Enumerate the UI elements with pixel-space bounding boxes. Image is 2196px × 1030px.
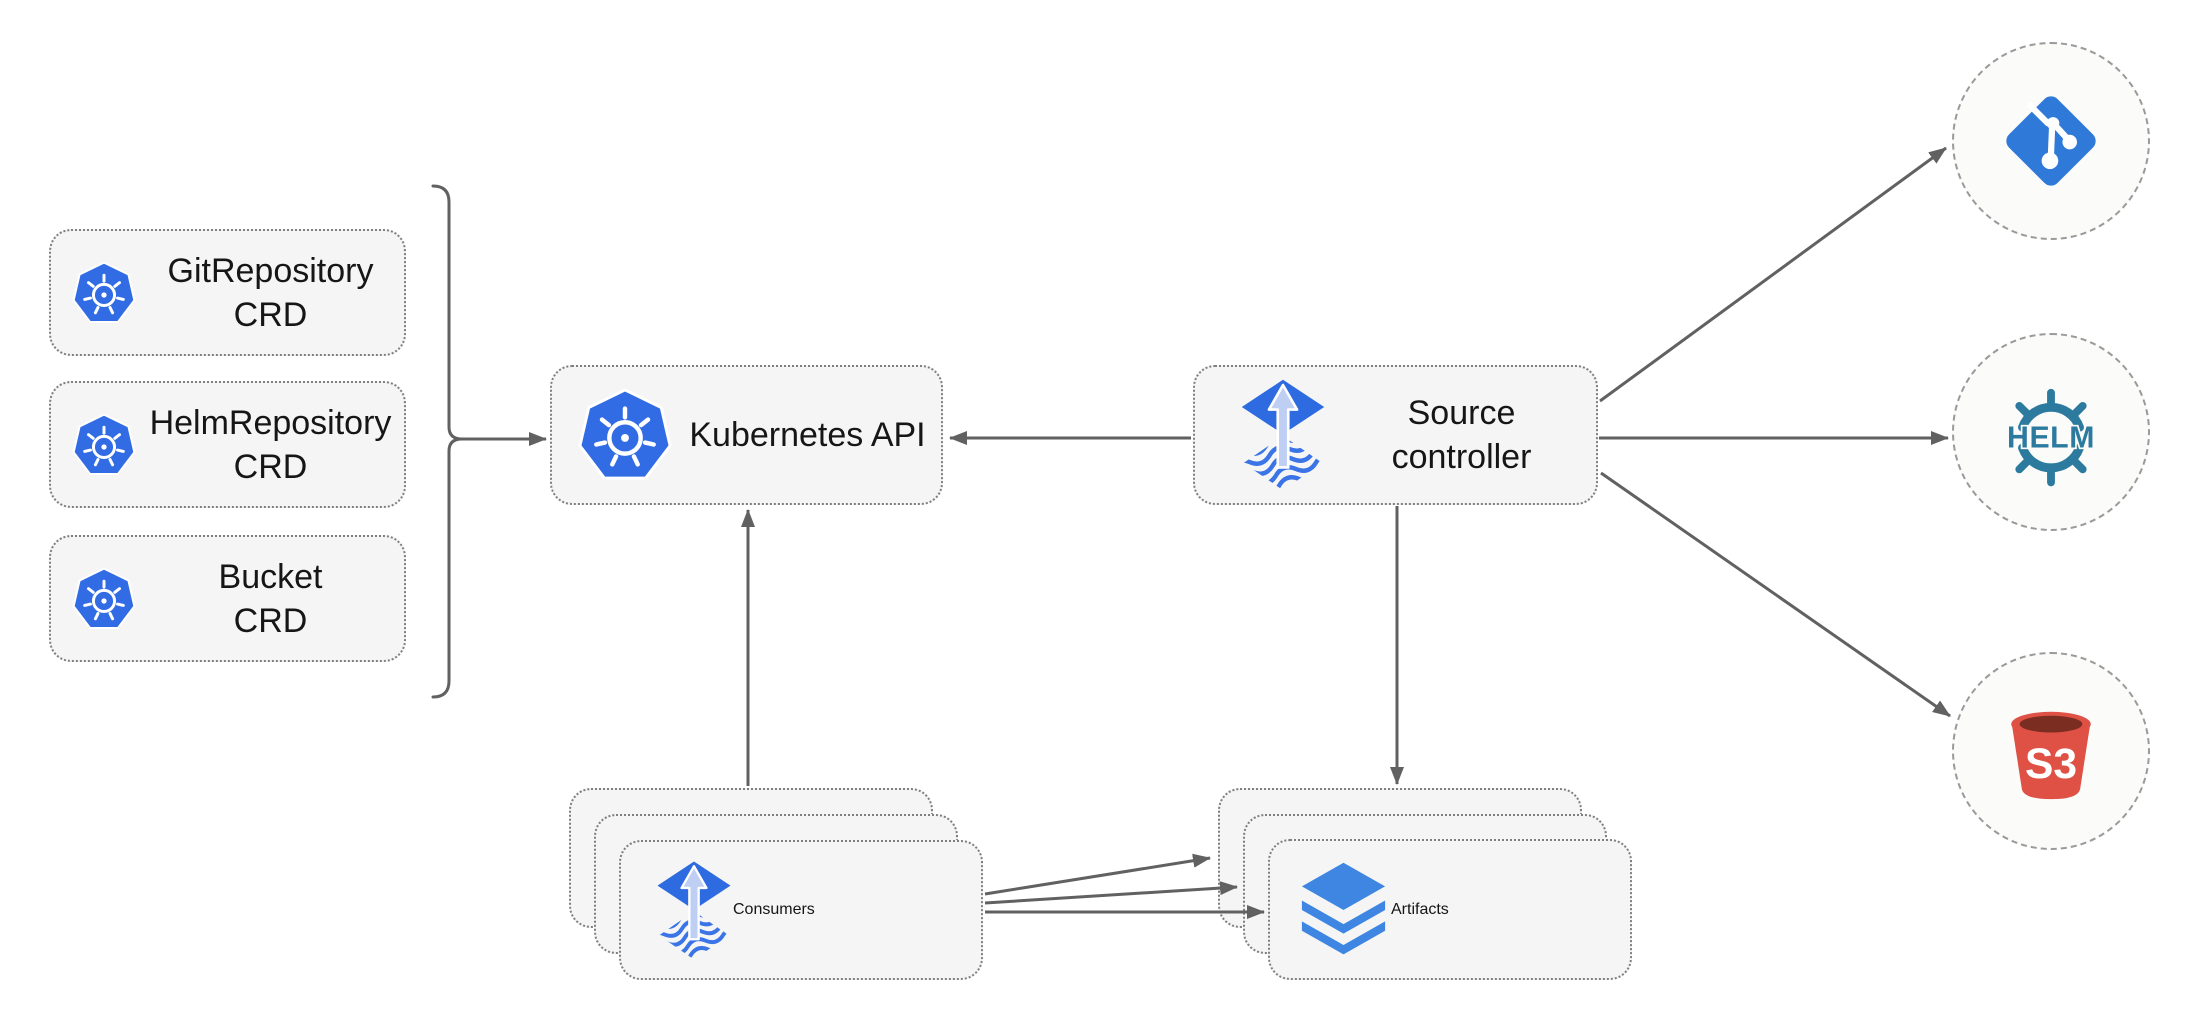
node-label: Artifacts: [1391, 900, 1449, 918]
git-icon: [2006, 96, 2096, 186]
arrow-source-to-s3: [1600, 471, 1951, 718]
helm-logo-text: HELM: [2007, 422, 2095, 455]
helm-icon: HELM: [2005, 388, 2096, 487]
node-artifacts-stack: Artifacts: [1218, 788, 1638, 986]
layers-icon: [1301, 862, 1386, 954]
node-label: Consumers: [733, 901, 815, 918]
node-label: Kubernetes API: [689, 416, 926, 454]
flux-source-controller-icon: [1241, 379, 1325, 491]
endpoint-helm: HELM: [1952, 333, 2150, 531]
s3-logo-text: S3: [2025, 740, 2077, 788]
kubernetes-icon: [578, 388, 672, 480]
kubernetes-icon: [72, 413, 136, 475]
node-artifacts: Artifacts: [1268, 839, 1632, 980]
node-consumers: Consumers: [619, 840, 983, 980]
s3-bucket-icon: S3: [2011, 711, 2091, 800]
arrow-consumers-to-artifacts-1: [984, 853, 1211, 896]
kubernetes-icon: [72, 261, 136, 323]
flux-source-controller-icon: [657, 861, 731, 959]
crd-group-bracket: [431, 184, 463, 699]
node-consumers-stack: Consumers: [569, 788, 989, 986]
arrow-consumers-to-artifacts-2: [984, 881, 1238, 905]
endpoint-git: [1952, 42, 2150, 240]
kubernetes-icon: [72, 567, 136, 629]
arrow-source-to-git: [1599, 146, 1947, 403]
endpoint-s3: S3: [1952, 652, 2150, 850]
node-kubernetes-api: Kubernetes API: [550, 365, 943, 505]
